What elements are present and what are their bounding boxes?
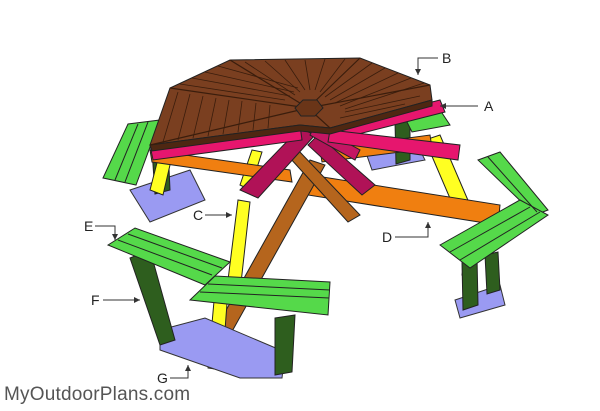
top-support-right xyxy=(327,129,461,161)
seat-right xyxy=(439,151,549,319)
brace-right xyxy=(307,134,376,196)
seat-front xyxy=(106,227,331,379)
seat-board-e xyxy=(106,227,231,286)
label-f: F xyxy=(91,292,100,308)
callout-line-g xyxy=(170,365,189,379)
callout-line-e xyxy=(95,225,116,240)
label-b: B xyxy=(442,50,452,66)
leg-c xyxy=(227,199,251,284)
callout-line-b xyxy=(417,57,438,75)
seat-base xyxy=(454,284,506,319)
label-e: E xyxy=(84,218,94,234)
seat-board-front xyxy=(188,275,331,316)
tabletop-edge xyxy=(149,99,433,152)
seat-base-g xyxy=(159,317,286,379)
seat-base xyxy=(129,169,206,223)
label-c: C xyxy=(193,207,204,223)
callout-line-d xyxy=(395,222,429,238)
seat-board-back xyxy=(477,151,549,216)
label-g: G xyxy=(157,370,168,386)
seat-leg xyxy=(484,251,501,295)
callout-lines xyxy=(95,57,478,379)
tabletop-center-hub xyxy=(294,99,324,117)
watermark-text: MyOutdoorPlans.com xyxy=(4,384,191,405)
label-d: D xyxy=(382,229,393,245)
seat-leg xyxy=(274,314,296,376)
seat-board-front xyxy=(439,199,549,269)
label-a: A xyxy=(484,98,494,114)
tabletop xyxy=(149,57,433,152)
